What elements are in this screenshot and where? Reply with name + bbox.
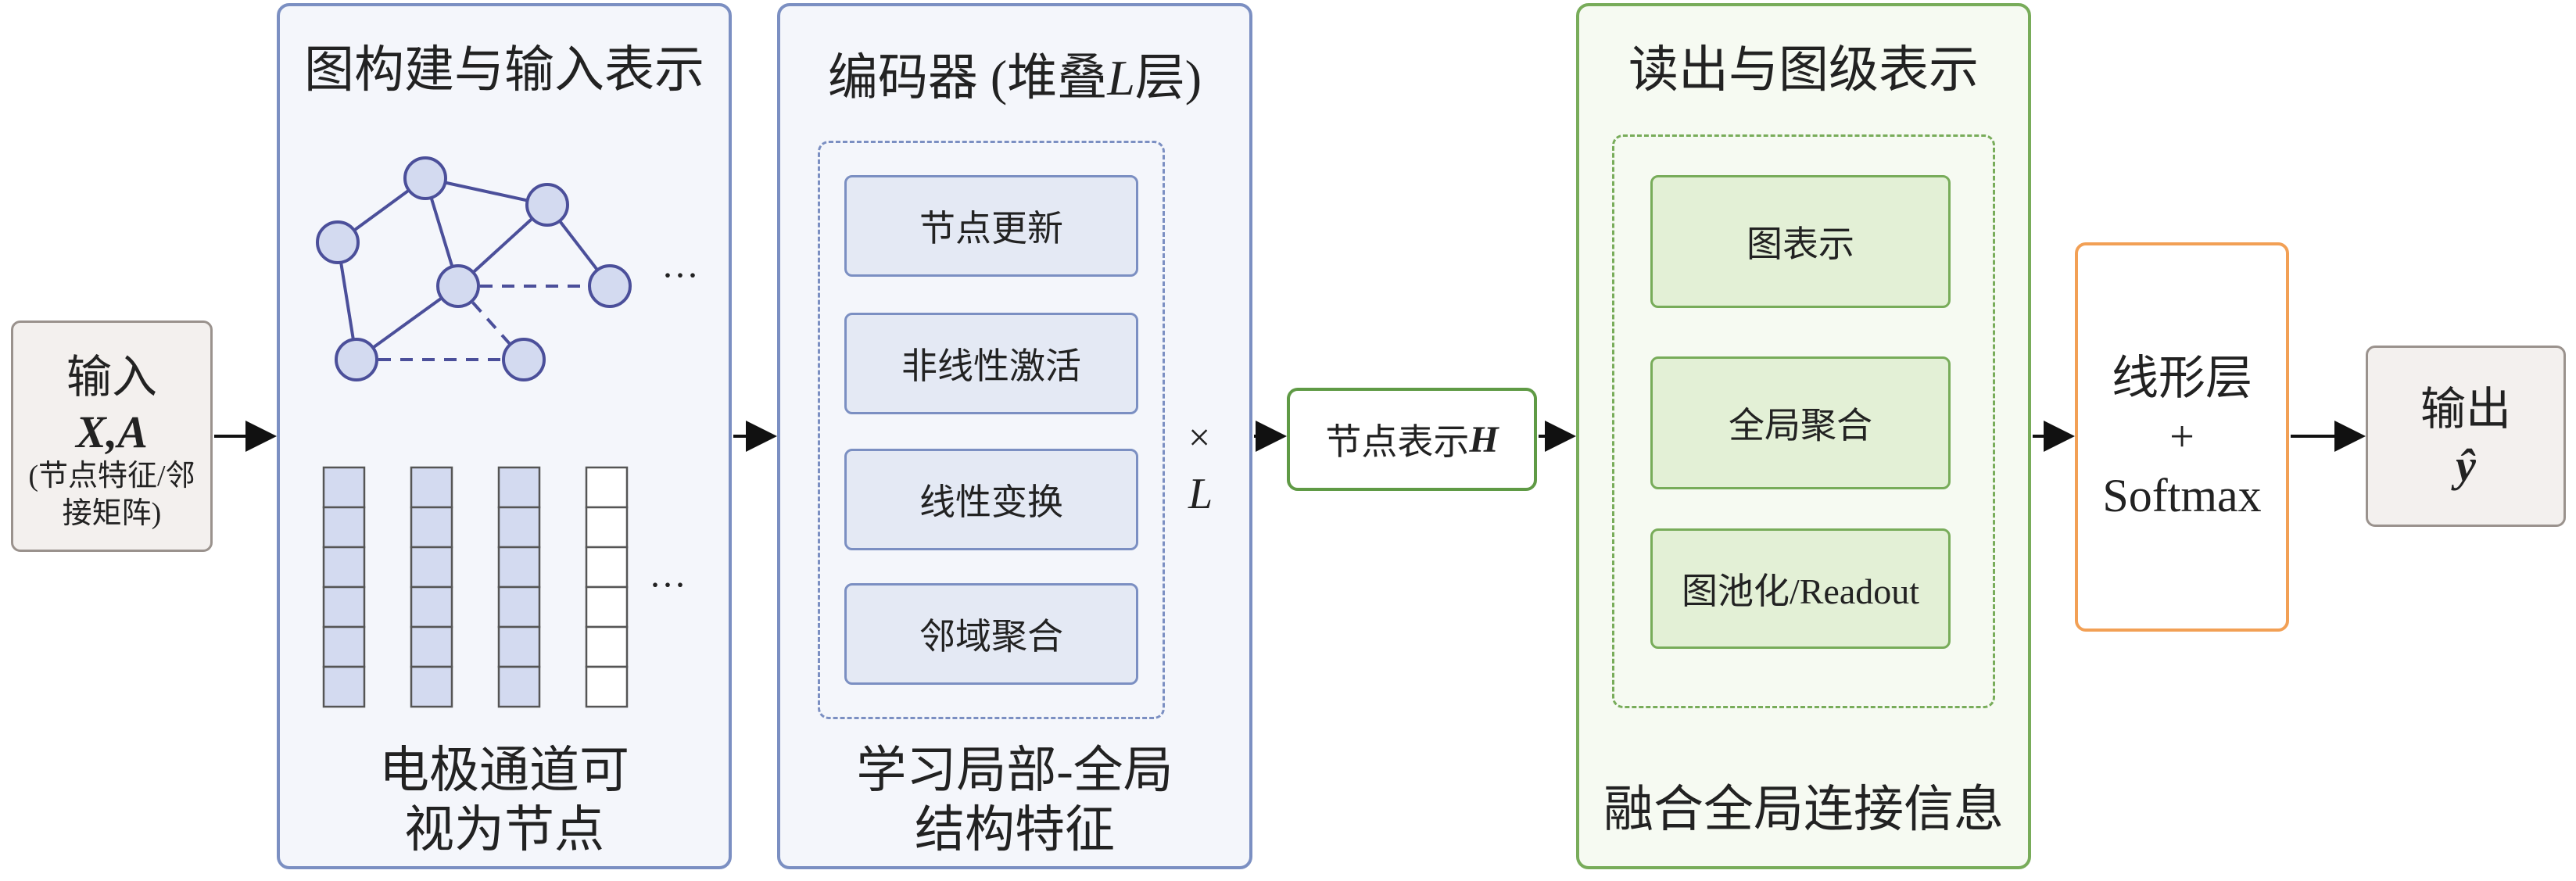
- matrix-cell: [322, 665, 366, 708]
- readout-caption: 融合全局连接信息: [1603, 782, 2004, 837]
- matrix-cell: [410, 506, 453, 549]
- matrix-cell: [497, 665, 541, 708]
- matrix-cell: [585, 506, 629, 549]
- readout-item-graph-repr: 图表示: [1650, 175, 1951, 308]
- matrix-cell: [322, 466, 366, 509]
- matrix-cell: [497, 506, 541, 549]
- matrix-cell: [585, 586, 629, 629]
- input-box: 输入 X,A (节点特征/邻接矩阵): [11, 321, 213, 552]
- matrix-cell: [585, 625, 629, 668]
- graph-node: [502, 338, 546, 381]
- graph-node: [525, 183, 569, 227]
- matrix-cell: [410, 546, 453, 589]
- matrix-cell: [497, 546, 541, 589]
- matrix-cell: [497, 625, 541, 668]
- output-box: 输出 ŷ: [2366, 346, 2566, 527]
- input-label: 输入: [66, 352, 157, 403]
- encoder-panel: 编码器 (堆叠L层) 学习局部-全局 结构特征: [777, 3, 1252, 869]
- graph-ellipsis: ···: [661, 255, 699, 296]
- times-symbol: ×: [1188, 415, 1211, 459]
- matrix-cell: [585, 466, 629, 509]
- matrix-cell: [410, 625, 453, 668]
- encoder-item-activation: 非线性激活: [844, 313, 1138, 414]
- graph-node: [436, 264, 480, 308]
- matrix-ellipsis: ···: [649, 564, 686, 606]
- feature-matrix: [322, 466, 629, 708]
- input-note: (节点特征/邻接矩阵): [28, 460, 195, 530]
- matrix-cell: [410, 586, 453, 629]
- graph-node: [588, 264, 632, 308]
- matrix-cell: [322, 546, 366, 589]
- encoder-title-var: L: [1107, 50, 1135, 106]
- graph-nodes: [316, 156, 632, 381]
- readout-dashed-group: [1612, 134, 1995, 708]
- matrix-cell: [322, 586, 366, 629]
- encoder-title-suffix: 层): [1134, 50, 1202, 106]
- times-var: L: [1188, 470, 1213, 518]
- encoder-item-aggregation: 邻域聚合: [844, 583, 1138, 685]
- encoder-dashed-group: [818, 141, 1165, 719]
- graph-node: [316, 220, 360, 264]
- node-representation-label: 节点表示: [1325, 422, 1470, 462]
- node-representation-var: H: [1469, 418, 1499, 460]
- output-label: 输出: [2420, 383, 2511, 435]
- matrix-cell: [410, 665, 453, 708]
- matrix-cell: [585, 546, 629, 589]
- graph-node: [335, 338, 378, 381]
- linear-softmax-box: 线形层 + Softmax: [2075, 242, 2289, 632]
- readout-title: 读出与图级表示: [1628, 42, 1979, 98]
- graph-dashed-edges: [356, 285, 610, 361]
- softmax-label: Softmax: [2102, 470, 2262, 522]
- matrix-cell: [322, 625, 366, 668]
- input-symbols: X,A: [76, 406, 148, 457]
- output-var: ŷ: [2456, 439, 2476, 491]
- graph-construction-caption-2: 视为节点: [404, 802, 604, 858]
- plus-label: +: [2169, 412, 2194, 461]
- matrix-cell: [410, 466, 453, 509]
- encoder-title-prefix: 编码器 (堆叠: [827, 50, 1108, 106]
- matrix-cell: [497, 586, 541, 629]
- encoder-caption-1: 学习局部-全局: [856, 743, 1173, 798]
- encoder-title: 编码器 (堆叠L层): [780, 48, 1249, 109]
- readout-item-global-agg: 全局聚合: [1650, 356, 1951, 489]
- encoder-item-node-update: 节点更新: [844, 175, 1138, 277]
- graph-node: [403, 156, 447, 200]
- matrix-cell: [585, 665, 629, 708]
- linear-label: 线形层: [2112, 352, 2252, 404]
- encoder-item-linear: 线性变换: [844, 449, 1138, 550]
- graph-dashed-edge: [457, 285, 525, 361]
- encoder-caption-2: 结构特征: [915, 802, 1115, 858]
- graph-construction-caption-1: 电极通道可: [379, 743, 629, 798]
- graph-construction-title: 图构建与输入表示: [304, 42, 704, 98]
- readout-item-pooling: 图池化/Readout: [1650, 528, 1951, 649]
- matrix-cell: [497, 466, 541, 509]
- matrix-cell: [322, 506, 366, 549]
- graph-construction-panel: 图构建与输入表示 电极通道可 视为节点: [277, 3, 732, 869]
